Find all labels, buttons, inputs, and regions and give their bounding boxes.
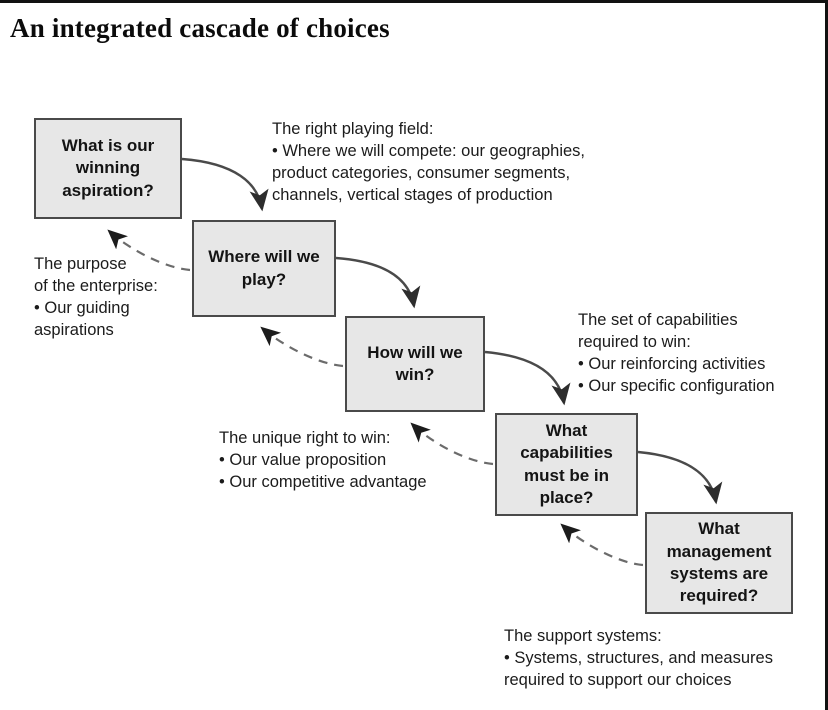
arrow-how-to-capabilities — [484, 350, 571, 406]
feedback-how-to-where — [260, 326, 344, 368]
arrow-capabilities-to-systems — [637, 450, 723, 505]
node-where-to-play[interactable]: Where will we play? — [192, 220, 336, 317]
annotation-set-of-capabilities: The set of capabilities required to win:… — [578, 311, 775, 395]
page-title: An integrated cascade of choices — [10, 13, 390, 43]
annotation-purpose-of-enterprise: The purpose of the enterprise: • Our gui… — [34, 255, 158, 339]
frame-right-border — [825, 0, 828, 710]
arrow-aspiration-to-where — [181, 157, 269, 212]
node-how-to-win[interactable]: How will we win? — [345, 316, 485, 412]
node-capabilities[interactable]: What capabilities must be in place? — [495, 413, 638, 516]
annotation-support-systems: The support systems: • Systems, structur… — [504, 627, 773, 689]
feedback-systems-to-capabilities — [560, 523, 644, 567]
annotation-right-playing-field: The right playing field: • Where we will… — [272, 120, 586, 204]
node-winning-aspiration[interactable]: What is our winning aspiration? — [34, 118, 182, 219]
node-management-systems[interactable]: What management systems are required? — [645, 512, 793, 614]
annotation-unique-right-to-win: The unique right to win: • Our value pro… — [219, 429, 427, 491]
frame-top-border — [0, 0, 828, 3]
arrow-where-to-how — [335, 256, 421, 309]
